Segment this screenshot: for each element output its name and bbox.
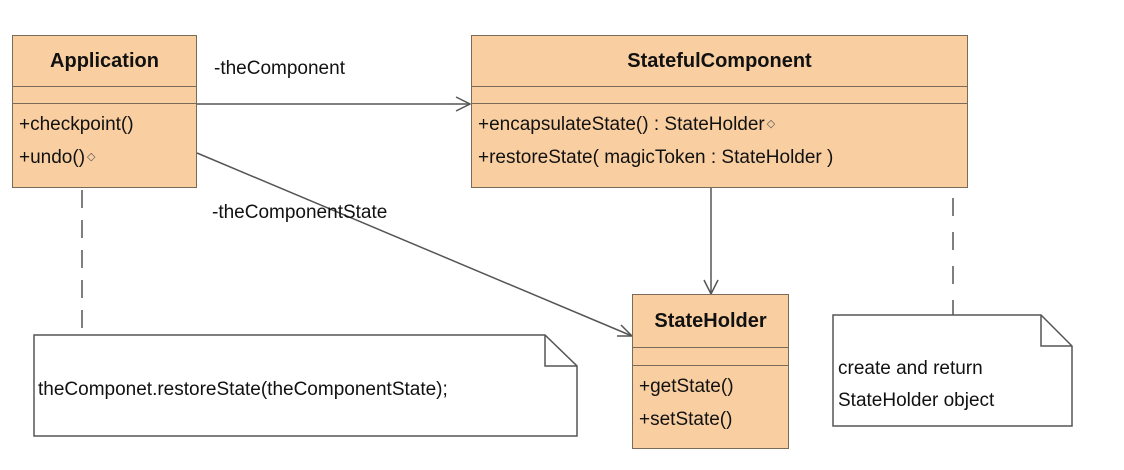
class-operations-stateful-component: +encapsulateState() : StateHolder◇ +rest… [472, 104, 967, 174]
association-arrowhead-the-component [455, 96, 472, 112]
note-shape-undo [33, 334, 578, 437]
note-text-undo: theComponet.restoreState(theComponentSta… [38, 379, 448, 400]
operation-get-state: +getState() [639, 376, 734, 397]
note-fold-encapsulate [1040, 315, 1072, 347]
class-attributes-application [13, 87, 196, 104]
class-application[interactable]: Application +checkpoint() +undo()◇ [12, 35, 197, 188]
note-text-encapsulate: create and return StateHolder object [838, 353, 994, 417]
operation-set-state: +setState() [639, 409, 733, 430]
class-state-holder[interactable]: StateHolder +getState() +setState() [632, 294, 789, 449]
operation-undo: +undo()◇ [19, 147, 96, 168]
class-attributes-stateful-component [472, 87, 967, 104]
note-text-line: StateHolder object [838, 390, 995, 411]
operation-checkpoint: +checkpoint() [19, 114, 134, 135]
association-label-the-component-state: -theComponentState [212, 202, 388, 223]
note-link-marker-icon: ◇ [87, 151, 96, 163]
class-name-state-holder: StateHolder [633, 295, 788, 348]
association-line-the-component-state [196, 152, 633, 337]
class-attributes-state-holder [633, 348, 788, 366]
class-name-stateful-component: StatefulComponent [472, 36, 967, 87]
note-fold-undo [544, 335, 577, 367]
association-label-the-component: -theComponent [214, 58, 345, 79]
class-operations-state-holder: +getState() +setState() [633, 366, 788, 436]
operation-restore-state: +restoreState( magicToken : StateHolder … [478, 147, 834, 168]
note-text-line: create and return [838, 358, 983, 379]
operation-encapsulate-state: +encapsulateState() : StateHolder◇ [478, 114, 776, 135]
class-name-application: Application [13, 36, 196, 87]
class-operations-application: +checkpoint() +undo()◇ [13, 104, 196, 174]
class-stateful-component[interactable]: StatefulComponent +encapsulateState() : … [471, 35, 968, 188]
note-shape-encapsulate [832, 314, 1073, 427]
note-link-marker-icon: ◇ [766, 118, 776, 130]
